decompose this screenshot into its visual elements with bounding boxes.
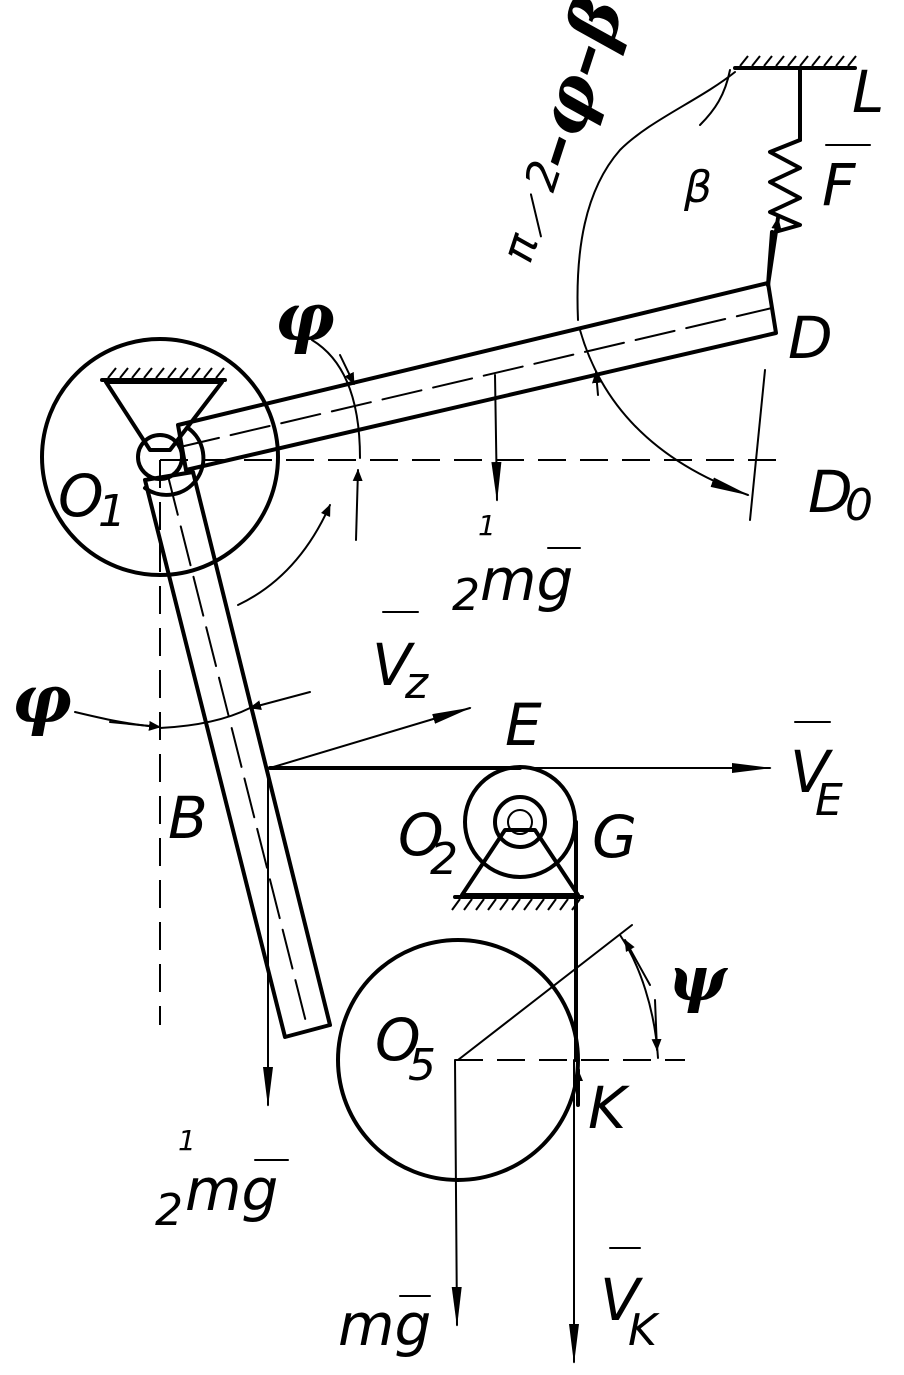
spring (768, 138, 802, 234)
rod-o1-d (176, 281, 778, 472)
label-vz-sub: z (404, 658, 429, 709)
label-vk: V (600, 1266, 644, 1334)
label-psi: ψ (668, 942, 729, 1015)
label-mg: mg (338, 1291, 431, 1359)
support-o1 (100, 367, 227, 497)
label-b: B (168, 784, 208, 852)
reference-lines (159, 369, 790, 1061)
label-d: D (788, 304, 833, 372)
svg-text:1: 1 (178, 1124, 196, 1157)
label-k: K (588, 1074, 630, 1142)
svg-text:mg: mg (480, 546, 573, 614)
label-e: E (505, 691, 542, 759)
velocity-vz-arrow (269, 707, 472, 769)
label-l: L (852, 58, 884, 126)
label-angle-pi-phi-beta: π 2 –φ–β (492, 0, 641, 268)
label-o1-sub: 1 (98, 486, 126, 537)
label-d0: D (808, 458, 853, 526)
label-o2: O (398, 801, 444, 869)
label-o5: O (375, 1006, 421, 1074)
label-o1: O (58, 462, 104, 530)
svg-text:2: 2 (155, 1185, 183, 1236)
label-vk-sub: K (628, 1305, 660, 1356)
weight-arrow-disk (451, 1059, 462, 1327)
label-half-mg-top: 1 2 mg (452, 509, 581, 621)
pulley-o2 (451, 765, 584, 911)
svg-text:mg: mg (338, 1291, 431, 1359)
label-phi-top: φ (275, 278, 335, 356)
disk-o5 (336, 938, 580, 1182)
rod-o1-b (143, 470, 332, 1039)
weight-arrow-rod-top (491, 374, 502, 502)
svg-text:–φ–β: –φ–β (510, 0, 640, 178)
label-ve: V (790, 738, 834, 806)
svg-text:mg: mg (185, 1156, 278, 1224)
top-wall-support (733, 55, 857, 142)
svg-text:1: 1 (478, 509, 496, 542)
label-d0-sub: 0 (845, 480, 873, 531)
label-o2-sub: 2 (430, 834, 458, 885)
label-f: F (822, 151, 857, 219)
label-g: G (592, 803, 637, 871)
label-vz: V (372, 631, 416, 699)
label-o5-sub: 5 (408, 1040, 436, 1091)
angle-arc-pi-phi-beta (576, 71, 736, 321)
label-phi-left: φ (12, 660, 72, 738)
label-beta: β (683, 162, 712, 213)
disk-o1 (40, 337, 280, 577)
label-ve-sub: E (815, 775, 843, 826)
svg-text:2: 2 (452, 570, 480, 621)
label-half-mg-bottom: 1 2 mg (155, 1124, 289, 1236)
